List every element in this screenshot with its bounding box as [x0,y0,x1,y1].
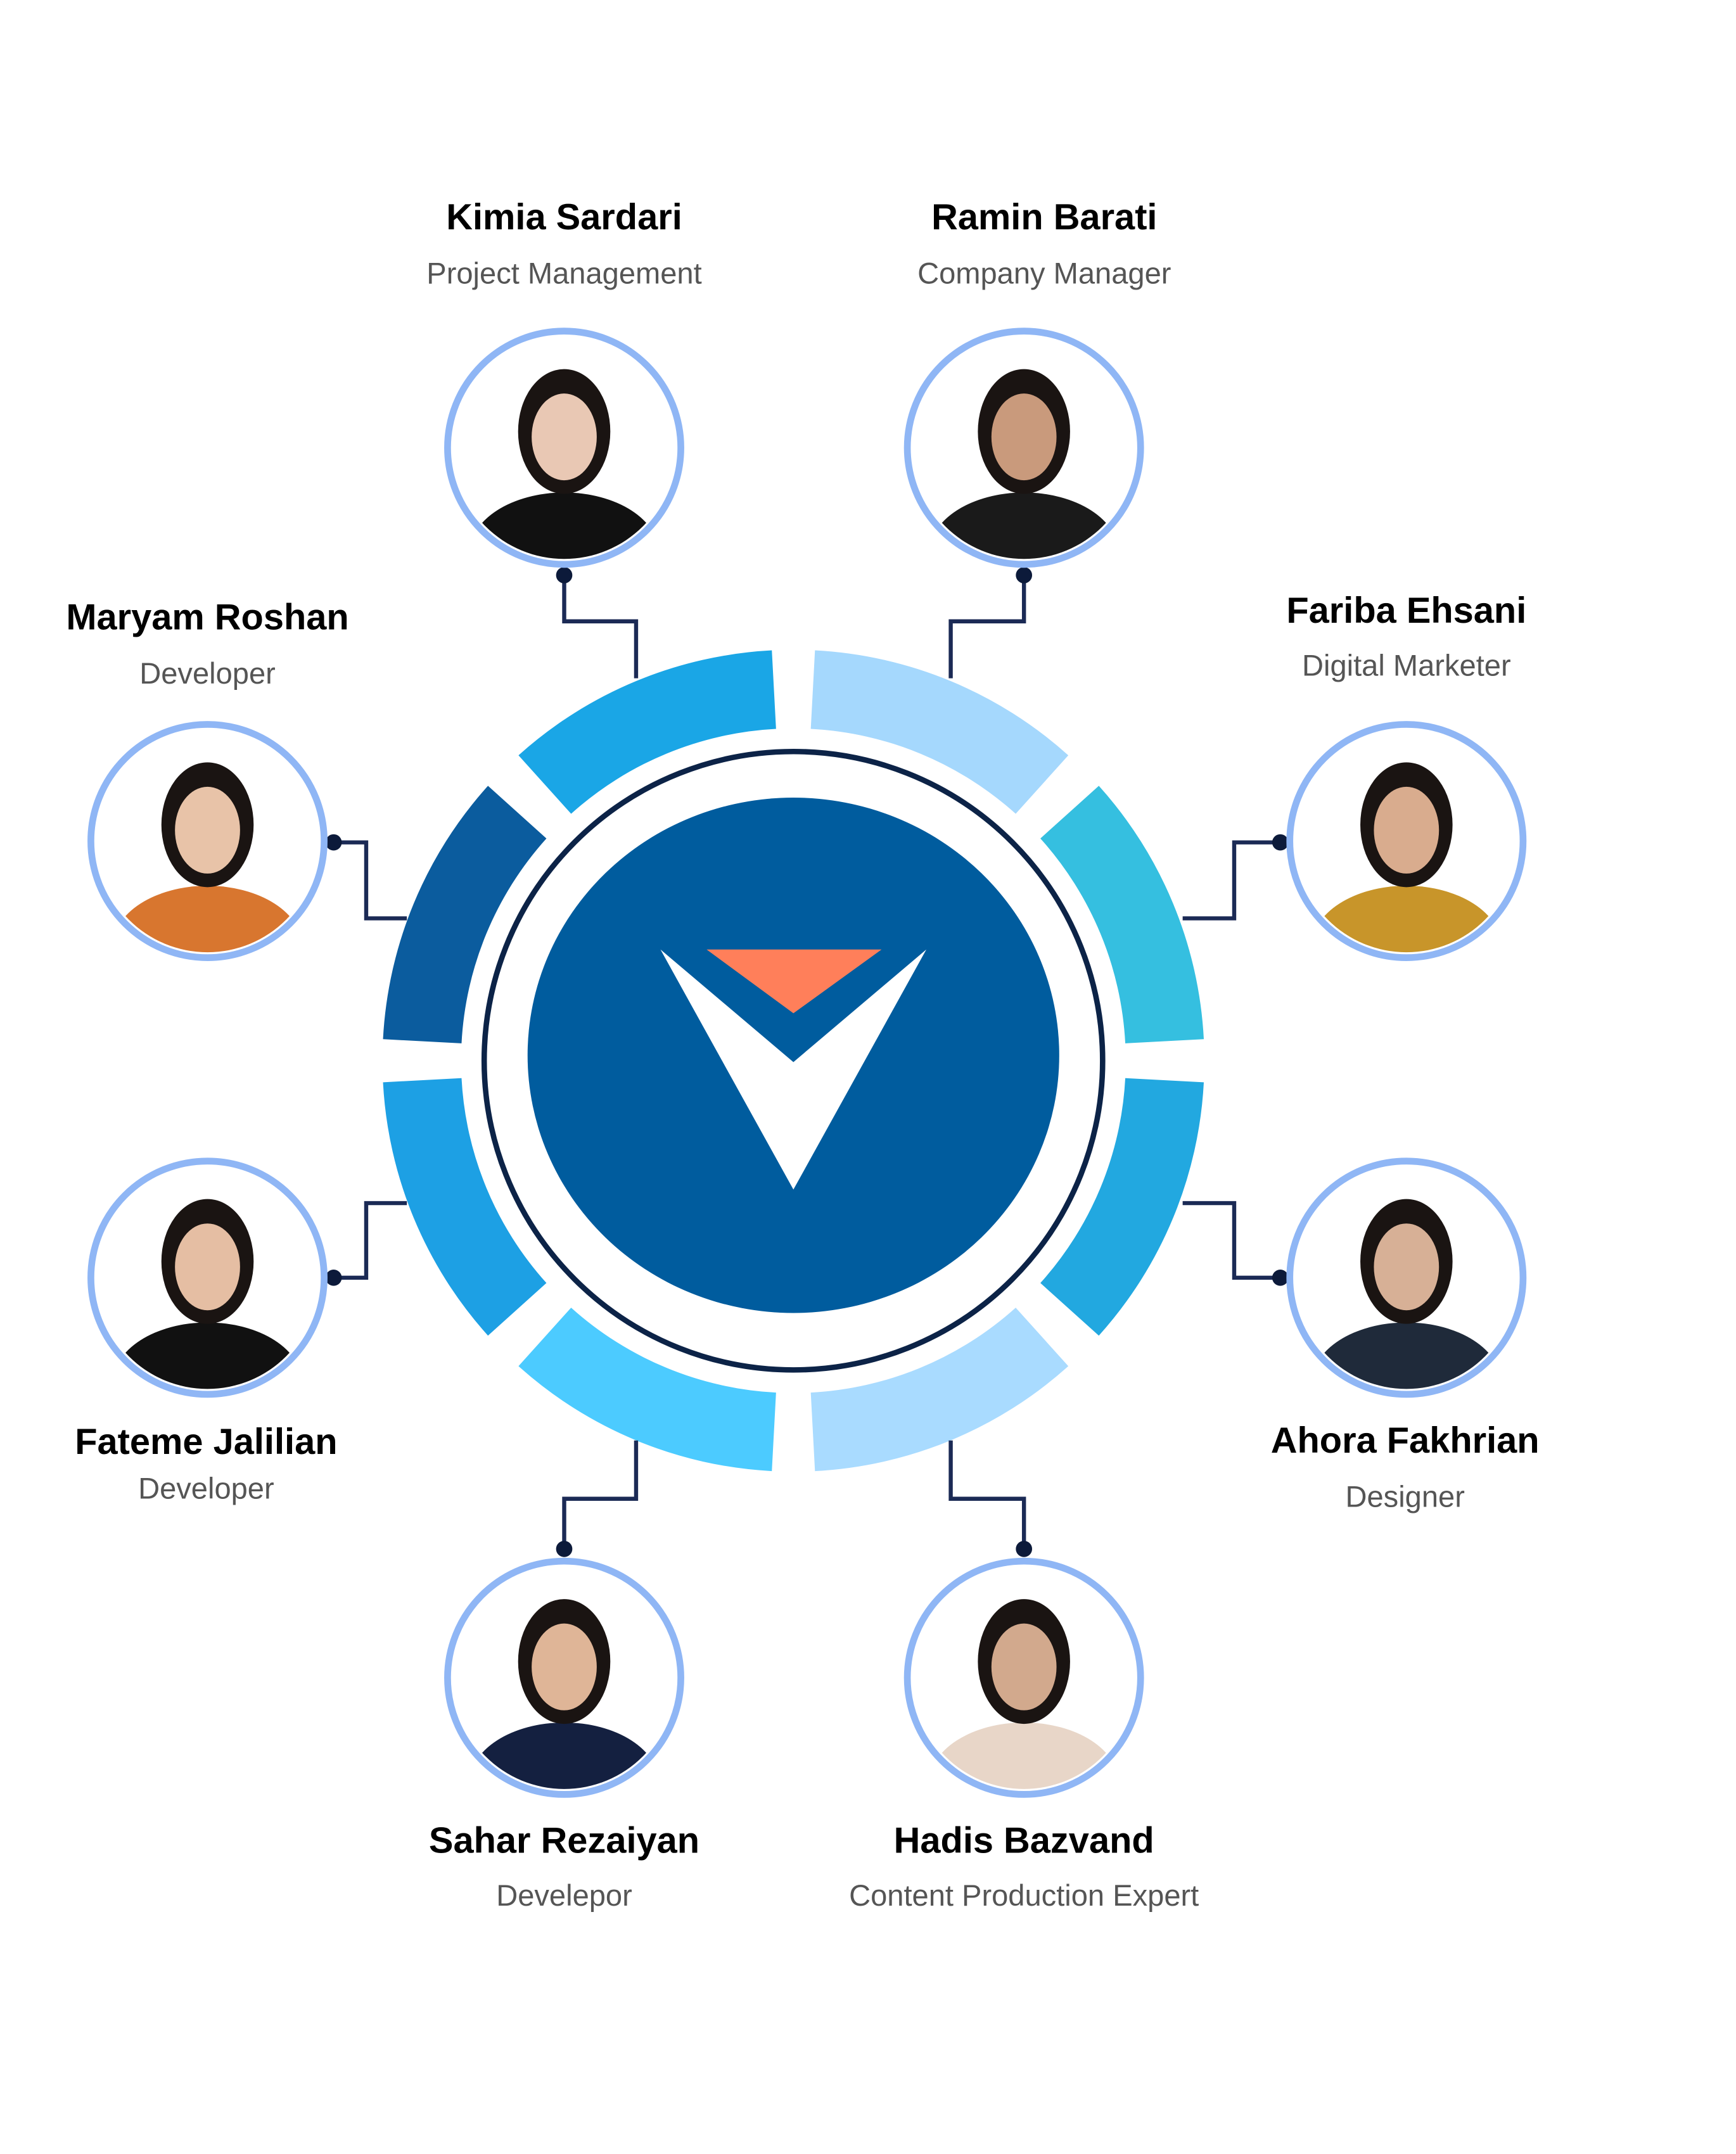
member-role: Content Production Expert [849,1878,1199,1912]
connector-kimia [562,575,639,679]
member-name: Hadis Bazvand [894,1820,1154,1861]
ring-segment [383,1078,547,1336]
team-member-card: Ahora Fakhrian Designer [1271,1157,1540,1514]
logo-disc [527,798,1059,1313]
member-role: Company Manager [917,257,1171,290]
team-member-card: Kimia Sardari Project Management [426,197,702,568]
ring-segment [518,1308,776,1472]
member-name: Maryam Roshan [66,597,348,638]
member-role: Designer [1345,1480,1464,1514]
avatar-photo [469,1599,660,1789]
hub-outer-ring [481,748,1106,1373]
team-member-card: Fateme Jalilian Developer [75,1157,338,1505]
connector-ramin [948,575,1026,679]
team-member-card: Ramin Barati Company Manager [903,197,1171,568]
avatar-photo [929,369,1120,559]
team-member-card: Sahar Rezaiyan Develepor [429,1557,699,1912]
avatar-photo [112,1199,303,1389]
connector-fateme [333,1201,407,1280]
member-name: Kimia Sardari [446,197,682,238]
ring-segment [383,786,547,1043]
ring-segment [810,1308,1069,1472]
member-name: Sahar Rezaiyan [429,1820,699,1861]
member-name: Ramin Barati [931,197,1157,238]
avatar-photo [1311,1199,1502,1389]
connectors [325,567,1289,1557]
connector-sahar [562,1440,639,1549]
member-name: Fariba Ehsani [1286,590,1526,631]
member-role: Developer [138,1472,274,1505]
ring-segment [518,650,776,814]
ring-segments [383,650,1204,1472]
logo-v-mark [660,949,927,1190]
company-logo [527,798,1059,1313]
connector-hadis [948,1440,1026,1549]
avatar-photo [469,369,660,559]
avatar-photo [929,1599,1120,1789]
member-role: Project Management [426,257,701,290]
connector-ahora [1182,1201,1280,1280]
ring-segment [1040,786,1204,1043]
ring-segment [810,650,1069,814]
team-member-card: Hadis Bazvand Content Production Expert [849,1557,1199,1912]
member-name: Ahora Fakhrian [1271,1420,1540,1461]
member-role: Develepor [496,1878,632,1912]
ring-segment [1040,1078,1204,1336]
avatar-photo [112,762,303,953]
team-member-card: Maryam Roshan Developer [66,597,349,961]
connector-maryam [333,840,407,921]
member-role: Digital Marketer [1302,648,1511,682]
logo-orange-triangle [706,949,882,1014]
team-member-card: Fariba Ehsani Digital Marketer [1286,590,1526,961]
member-name: Fateme Jalilian [75,1422,337,1462]
member-role: Developer [139,656,276,690]
connector-fariba [1182,840,1280,921]
avatar-photo [1311,762,1502,953]
